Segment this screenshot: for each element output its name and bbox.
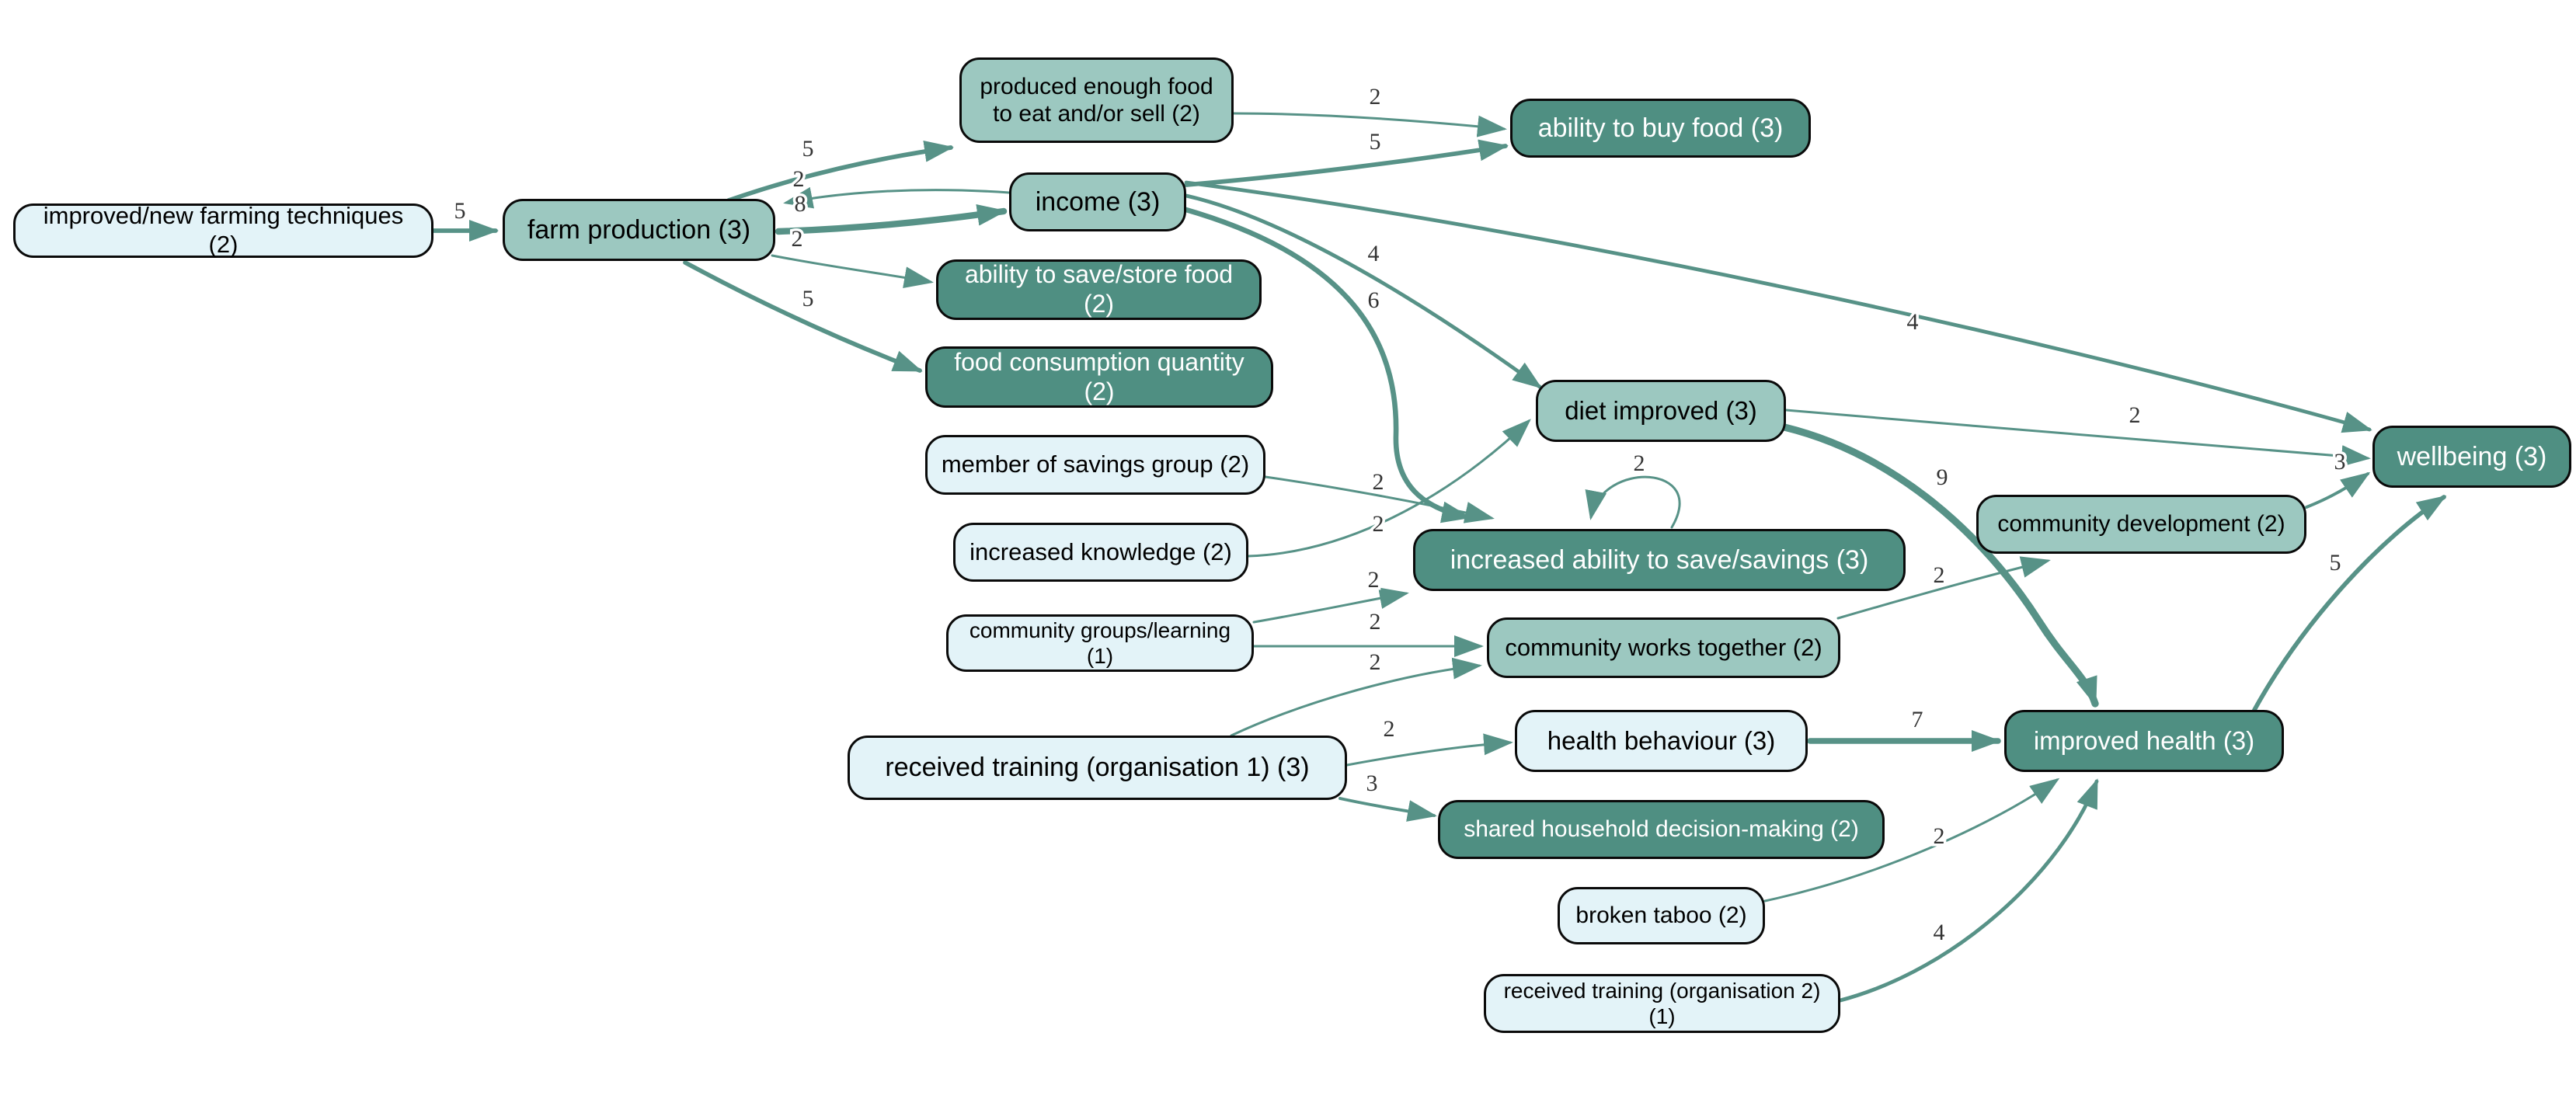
node-label-wellbeing: wellbeing (3) [2397,441,2547,471]
edge-income-to-wellbeing[interactable] [1184,180,2372,433]
edge-diet_improved-to-wellbeing[interactable] [1784,409,2371,467]
node-health_behaviour[interactable]: health behaviour (3) [1515,710,1808,772]
edge-weight-label-training_org1-to-health_behaviour: 2 [1384,716,1395,742]
edge-training_org1-to-health_behaviour[interactable] [1345,733,1513,767]
node-label-broken_taboo: broken taboo (2) [1575,903,1747,929]
node-knowledge[interactable]: increased knowledge (2) [953,523,1248,582]
node-label-food_quantity: food consumption quantity (2) [954,347,1244,405]
edge-weight-label-income-to-diet_improved: 4 [1368,241,1380,266]
node-label-savings_group: member of savings group (2) [941,450,1250,478]
node-farm_production[interactable]: farm production (3) [503,199,775,261]
node-label-training_org1: received training (organisation 1) (3) [885,753,1310,783]
node-savings_group[interactable]: member of savings group (2) [925,435,1265,495]
edge-weight-label-produced_food-to-buy_food: 2 [1370,84,1381,110]
node-shared_decisions[interactable]: shared household decision-making (2) [1438,800,1885,859]
node-label-increased_savings: increased ability to save/savings (3) [1450,544,1869,575]
edge-weight-label-training_org2-to-improved_health: 4 [1934,920,1945,945]
edge-farm_production-to-produced_food[interactable] [726,140,954,203]
node-label-community_dev: community development (2) [1997,511,2285,537]
edge-weight-label-knowledge-to-diet_improved: 2 [1373,511,1384,537]
edge-income-to-increased_savings[interactable] [1178,205,1471,523]
node-community_dev[interactable]: community development (2) [1976,495,2306,554]
node-broken_taboo[interactable]: broken taboo (2) [1558,887,1765,944]
edge-weight-label-community_works-to-community_dev: 2 [1934,562,1945,588]
node-community_works[interactable]: community works together (2) [1487,617,1840,678]
node-buy_food[interactable]: ability to buy food (3) [1510,99,1811,158]
edge-weight-label-improved_health-to-wellbeing: 5 [2330,550,2341,576]
node-community_groups[interactable]: community groups/learning (1) [946,614,1254,672]
edge-community_dev-to-wellbeing[interactable] [2305,471,2371,509]
node-label-community_groups: community groups/learning (1) [969,617,1231,668]
node-label-produced_food: produced enough food to eat and/or sell … [980,73,1213,127]
node-food_quantity[interactable]: food consumption quantity (2) [925,346,1273,408]
edge-weight-label-income-to-buy_food: 5 [1370,129,1381,155]
edge-weight-label-income-to-farm_production: 2 [793,166,805,192]
edge-farm_production-to-food_quantity[interactable] [683,260,923,373]
node-label-health_behaviour: health behaviour (3) [1547,725,1776,755]
edge-farm_production-to-save_store_food[interactable] [771,254,934,288]
edge-knowledge-to-diet_improved[interactable] [1247,419,1531,558]
node-label-save_store_food: ability to save/store food (2) [964,260,1234,318]
node-label-training_org2: received training (organisation 2) (1) [1503,978,1821,1028]
edge-weight-label-broken_taboo-to-improved_health: 2 [1934,823,1945,849]
node-save_store_food[interactable]: ability to save/store food (2) [936,259,1262,320]
node-farming_techniques[interactable]: improved/new farming techniques (2) [13,202,433,258]
edge-weight-label-diet_improved-to-improved_health: 9 [1937,464,1948,490]
node-label-community_works: community works together (2) [1505,633,1822,661]
node-wellbeing[interactable]: wellbeing (3) [2372,426,2571,488]
edge-farm_production-to-income[interactable] [775,203,1008,235]
edge-weight-label-community_groups-to-increased_savings: 2 [1368,567,1380,593]
edge-weight-label-farming_techniques-to-farm_production: 5 [454,198,466,224]
edge-community_groups-to-increased_savings[interactable] [1252,587,1409,624]
edge-weight-label-community_groups-to-community_works: 2 [1370,609,1381,635]
node-label-knowledge: increased knowledge (2) [969,537,1232,565]
node-improved_health[interactable]: improved health (3) [2004,710,2284,772]
edge-weight-label-training_org1-to-community_works: 2 [1370,649,1381,675]
node-label-farm_production: farm production (3) [527,214,751,245]
node-label-shared_decisions: shared household decision-making (2) [1464,816,1859,843]
node-increased_savings[interactable]: increased ability to save/savings (3) [1413,529,1906,591]
edge-weight-label-training_org1-to-shared_decisions: 3 [1366,770,1378,796]
edge-produced_food-to-buy_food[interactable] [1232,112,1507,137]
edge-income-to-buy_food[interactable] [1184,139,1509,187]
node-produced_food[interactable]: produced enough food to eat and/or sell … [959,57,1234,143]
edge-savings_group-to-increased_savings[interactable] [1264,475,1495,523]
edge-weight-label-income-to-increased_savings: 6 [1368,287,1380,313]
edge-weight-label-farm_production-to-produced_food: 5 [802,136,814,162]
edge-training_org2-to-improved_health[interactable] [1838,778,2099,1003]
edge-income-to-diet_improved[interactable] [1184,193,1543,389]
edge-weight-label-income-to-wellbeing: 4 [1907,309,1919,335]
node-label-farming_techniques: improved/new farming techniques (2) [43,202,404,258]
node-label-income: income (3) [1035,186,1161,217]
edge-weight-label-community_dev-to-wellbeing: 3 [2334,449,2346,475]
node-training_org2[interactable]: received training (organisation 2) (1) [1484,974,1840,1033]
edge-weight-label-farm_production-to-income: 8 [795,191,806,217]
node-label-diet_improved: diet improved (3) [1565,395,1757,425]
node-label-buy_food: ability to buy food (3) [1537,113,1784,143]
edge-increased_savings-to-increased_savings[interactable] [1585,475,1681,529]
node-label-improved_health: improved health (3) [2033,725,2255,755]
edge-weight-label-savings_group-to-increased_savings: 2 [1373,469,1384,495]
node-income[interactable]: income (3) [1009,172,1186,231]
edge-weight-label-increased_savings-to-increased_savings: 2 [1634,450,1645,476]
edge-weight-label-health_behaviour-to-improved_health: 7 [1912,707,1923,732]
edge-weight-label-diet_improved-to-wellbeing: 2 [2129,402,2141,428]
edge-improved_health-to-wellbeing[interactable] [2252,495,2447,712]
edge-income-to-farm_production[interactable] [783,186,1011,209]
edge-training_org1-to-shared_decisions[interactable] [1338,797,1437,822]
edge-community_works-to-community_dev[interactable] [1836,556,2051,620]
edge-weight-label-farm_production-to-save_store_food: 2 [792,226,803,252]
edge-diet_improved-to-improved_health[interactable] [1781,423,2099,708]
edge-training_org1-to-community_works[interactable] [1230,657,1482,737]
node-diet_improved[interactable]: diet improved (3) [1536,380,1786,442]
edge-broken_taboo-to-improved_health[interactable] [1763,777,2060,903]
edge-weight-label-farm_production-to-food_quantity: 5 [802,286,814,311]
node-training_org1[interactable]: received training (organisation 1) (3) [848,736,1347,800]
